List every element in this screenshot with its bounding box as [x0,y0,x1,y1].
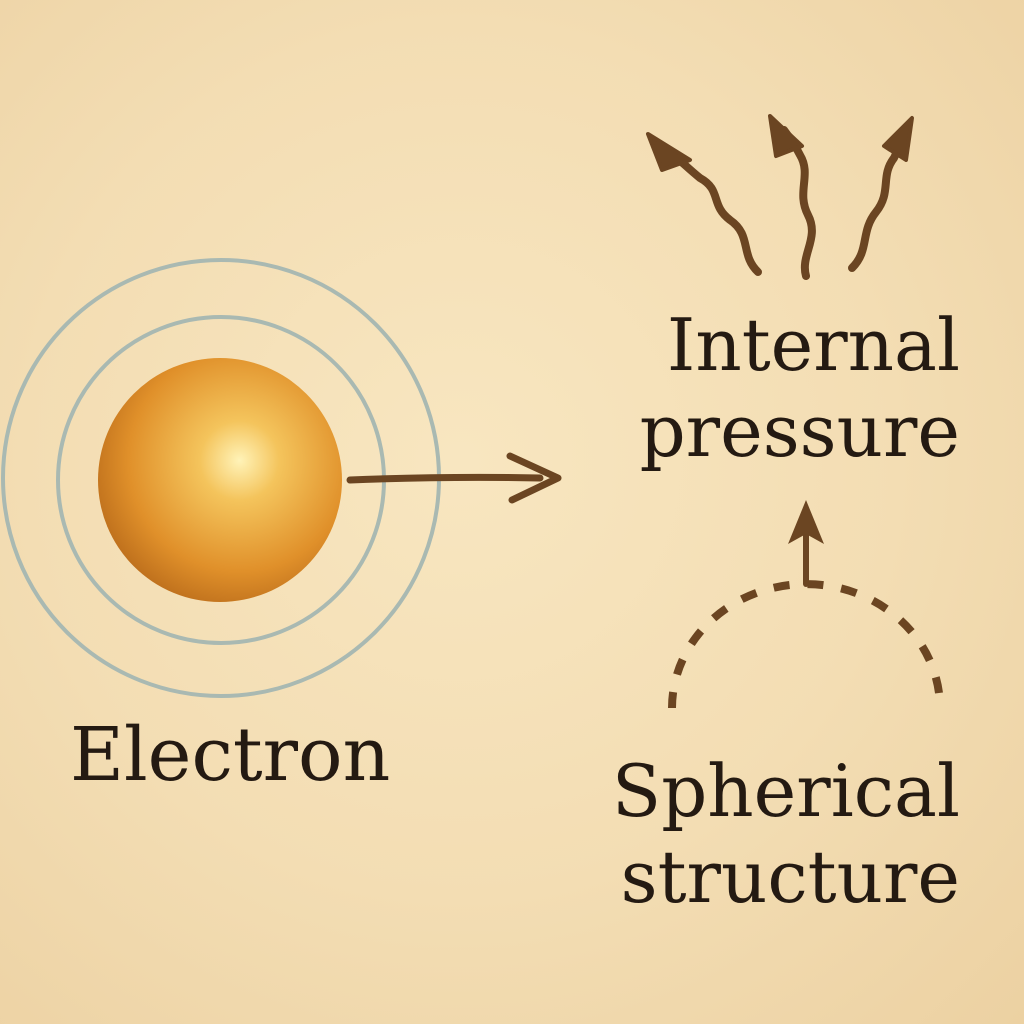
electron-label: Electron [70,712,391,798]
pressure-arrows-icon [646,114,914,280]
structure-up-arrow [788,500,824,587]
electron-arrow [346,452,562,504]
pressure-arrow-right [848,132,906,272]
internal-pressure-label: Internal pressure [620,302,960,475]
internal-pressure-line-2: pressure [639,389,960,474]
spherical-structure-line-2: structure [620,835,960,920]
internal-pressure-line-1: Internal [666,303,960,387]
electron-sphere [98,358,342,602]
spherical-structure-label: Spherical structure [600,748,960,921]
spherical-structure-line-1: Spherical [611,749,960,833]
pressure-arrow-left [666,148,762,276]
dashed-semicircle-icon [668,580,944,709]
